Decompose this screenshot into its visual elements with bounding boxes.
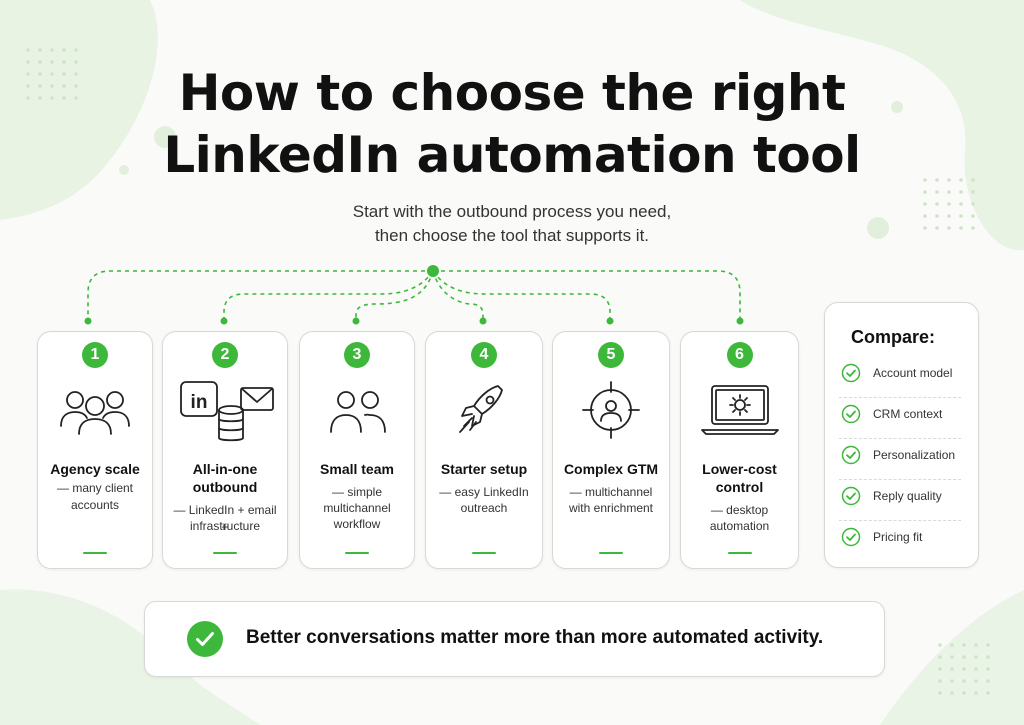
card-accent-line: [83, 552, 107, 554]
card-desc-line-2: infrastructure: [189, 519, 261, 533]
card-desc-line-1: — easy LinkedIn: [439, 485, 529, 499]
check-circle-icon: [841, 486, 861, 506]
card-accent-line: [345, 552, 369, 554]
card-agency-scale: 1 Agency scale — many client accounts: [37, 331, 153, 569]
step-badge-2: 2: [212, 342, 238, 368]
compare-item-label: Account model: [873, 366, 953, 380]
card-desc-line-1: — desktop: [710, 503, 769, 517]
target-person-icon: [582, 381, 640, 439]
compare-item-label: Pricing fit: [873, 530, 923, 544]
compare-item: Reply quality: [839, 479, 961, 521]
card-accent-line: [472, 552, 496, 554]
team-icon: [60, 391, 130, 435]
card-desc-line-2: outreach: [460, 501, 508, 515]
page-subtitle: Start with the outbound process you need…: [0, 200, 1024, 248]
compare-panel: Compare: Account model CRM context Perso…: [824, 302, 979, 568]
card-title: Starter setup: [440, 461, 528, 477]
compare-item: Personalization: [839, 438, 961, 480]
check-circle-icon: [841, 445, 861, 465]
step-badge-3: 3: [344, 342, 370, 368]
card-title-line-1: Lower-cost: [702, 461, 777, 477]
card-desc-line-2: with enrichment: [568, 501, 654, 515]
card-accent-line: [727, 552, 752, 554]
card-accent-line: [213, 552, 237, 554]
compare-item-label: CRM context: [873, 407, 943, 421]
check-circle-icon: [841, 363, 861, 383]
connector-tree: [84, 265, 744, 325]
card-title: Complex GTM: [563, 461, 659, 477]
card-desc-line-2: multichannel: [323, 501, 391, 515]
compare-item-label: Reply quality: [873, 489, 942, 503]
step-badge-6: 6: [726, 342, 753, 368]
check-circle-icon: [841, 404, 861, 424]
card-title-line-2: control: [715, 479, 764, 495]
linkedin-email-database-icon: in: [180, 381, 274, 442]
card-small-team: 3 Small team — simple multichannel workf…: [299, 331, 415, 569]
key-message-banner: Better conversations matter more than mo…: [144, 601, 885, 677]
step-badge-1: 1: [82, 342, 108, 368]
card-desc-line-1: — many client: [56, 481, 134, 495]
step-badge-4: 4: [471, 342, 497, 368]
compare-item: CRM context: [839, 397, 961, 439]
card-complex-gtm: 5 Complex GTM — multichannel with enrich…: [552, 331, 670, 569]
card-title-line-1: All-in-one: [192, 461, 258, 477]
card-title-line-2: outbound: [192, 479, 258, 495]
card-desc-line-1: — LinkedIn + email +: [173, 503, 277, 534]
card-desc-line-1: — simple: [331, 485, 382, 499]
rocket-icon: [459, 385, 503, 433]
check-circle-icon: [841, 527, 861, 547]
compare-item: Account model: [839, 356, 961, 398]
check-filled-icon: [187, 621, 223, 657]
card-title: Agency scale: [50, 461, 140, 477]
laptop-gear-icon: [700, 385, 779, 435]
card-desc-line-2: automation: [709, 519, 770, 533]
card-all-in-one-outbound: 2 in All-in-one outbound — LinkedIn + em…: [162, 331, 288, 569]
title-line-1: How to choose the right: [178, 64, 846, 122]
card-lower-cost-control: 6 Lower-cost control — desktop automatio…: [680, 331, 799, 569]
compare-item-label: Personalization: [873, 448, 956, 462]
svg-text:in: in: [191, 392, 208, 413]
card-accent-line: [599, 552, 623, 554]
card-title: Small team: [320, 461, 394, 477]
small-team-icon: [330, 391, 386, 433]
subtitle-line-2: then choose the tool that supports it.: [374, 226, 650, 245]
subtitle-line-1: Start with the outbound process you need…: [352, 202, 672, 221]
card-starter-setup: 4 Starter setup — easy LinkedIn outreach: [425, 331, 543, 569]
compare-title: Compare:: [851, 327, 936, 347]
card-desc-line-2: accounts: [70, 498, 120, 512]
title-line-2: LinkedIn automation tool: [163, 126, 861, 184]
banner-text: Better conversations matter more than mo…: [246, 627, 824, 648]
step-badge-5: 5: [598, 342, 624, 368]
compare-item: Pricing fit: [839, 520, 961, 561]
card-desc-line-3: workflow: [333, 517, 381, 531]
page-title: How to choose the right LinkedIn automat…: [0, 62, 1024, 186]
card-desc-line-1: — multichannel: [569, 485, 653, 499]
